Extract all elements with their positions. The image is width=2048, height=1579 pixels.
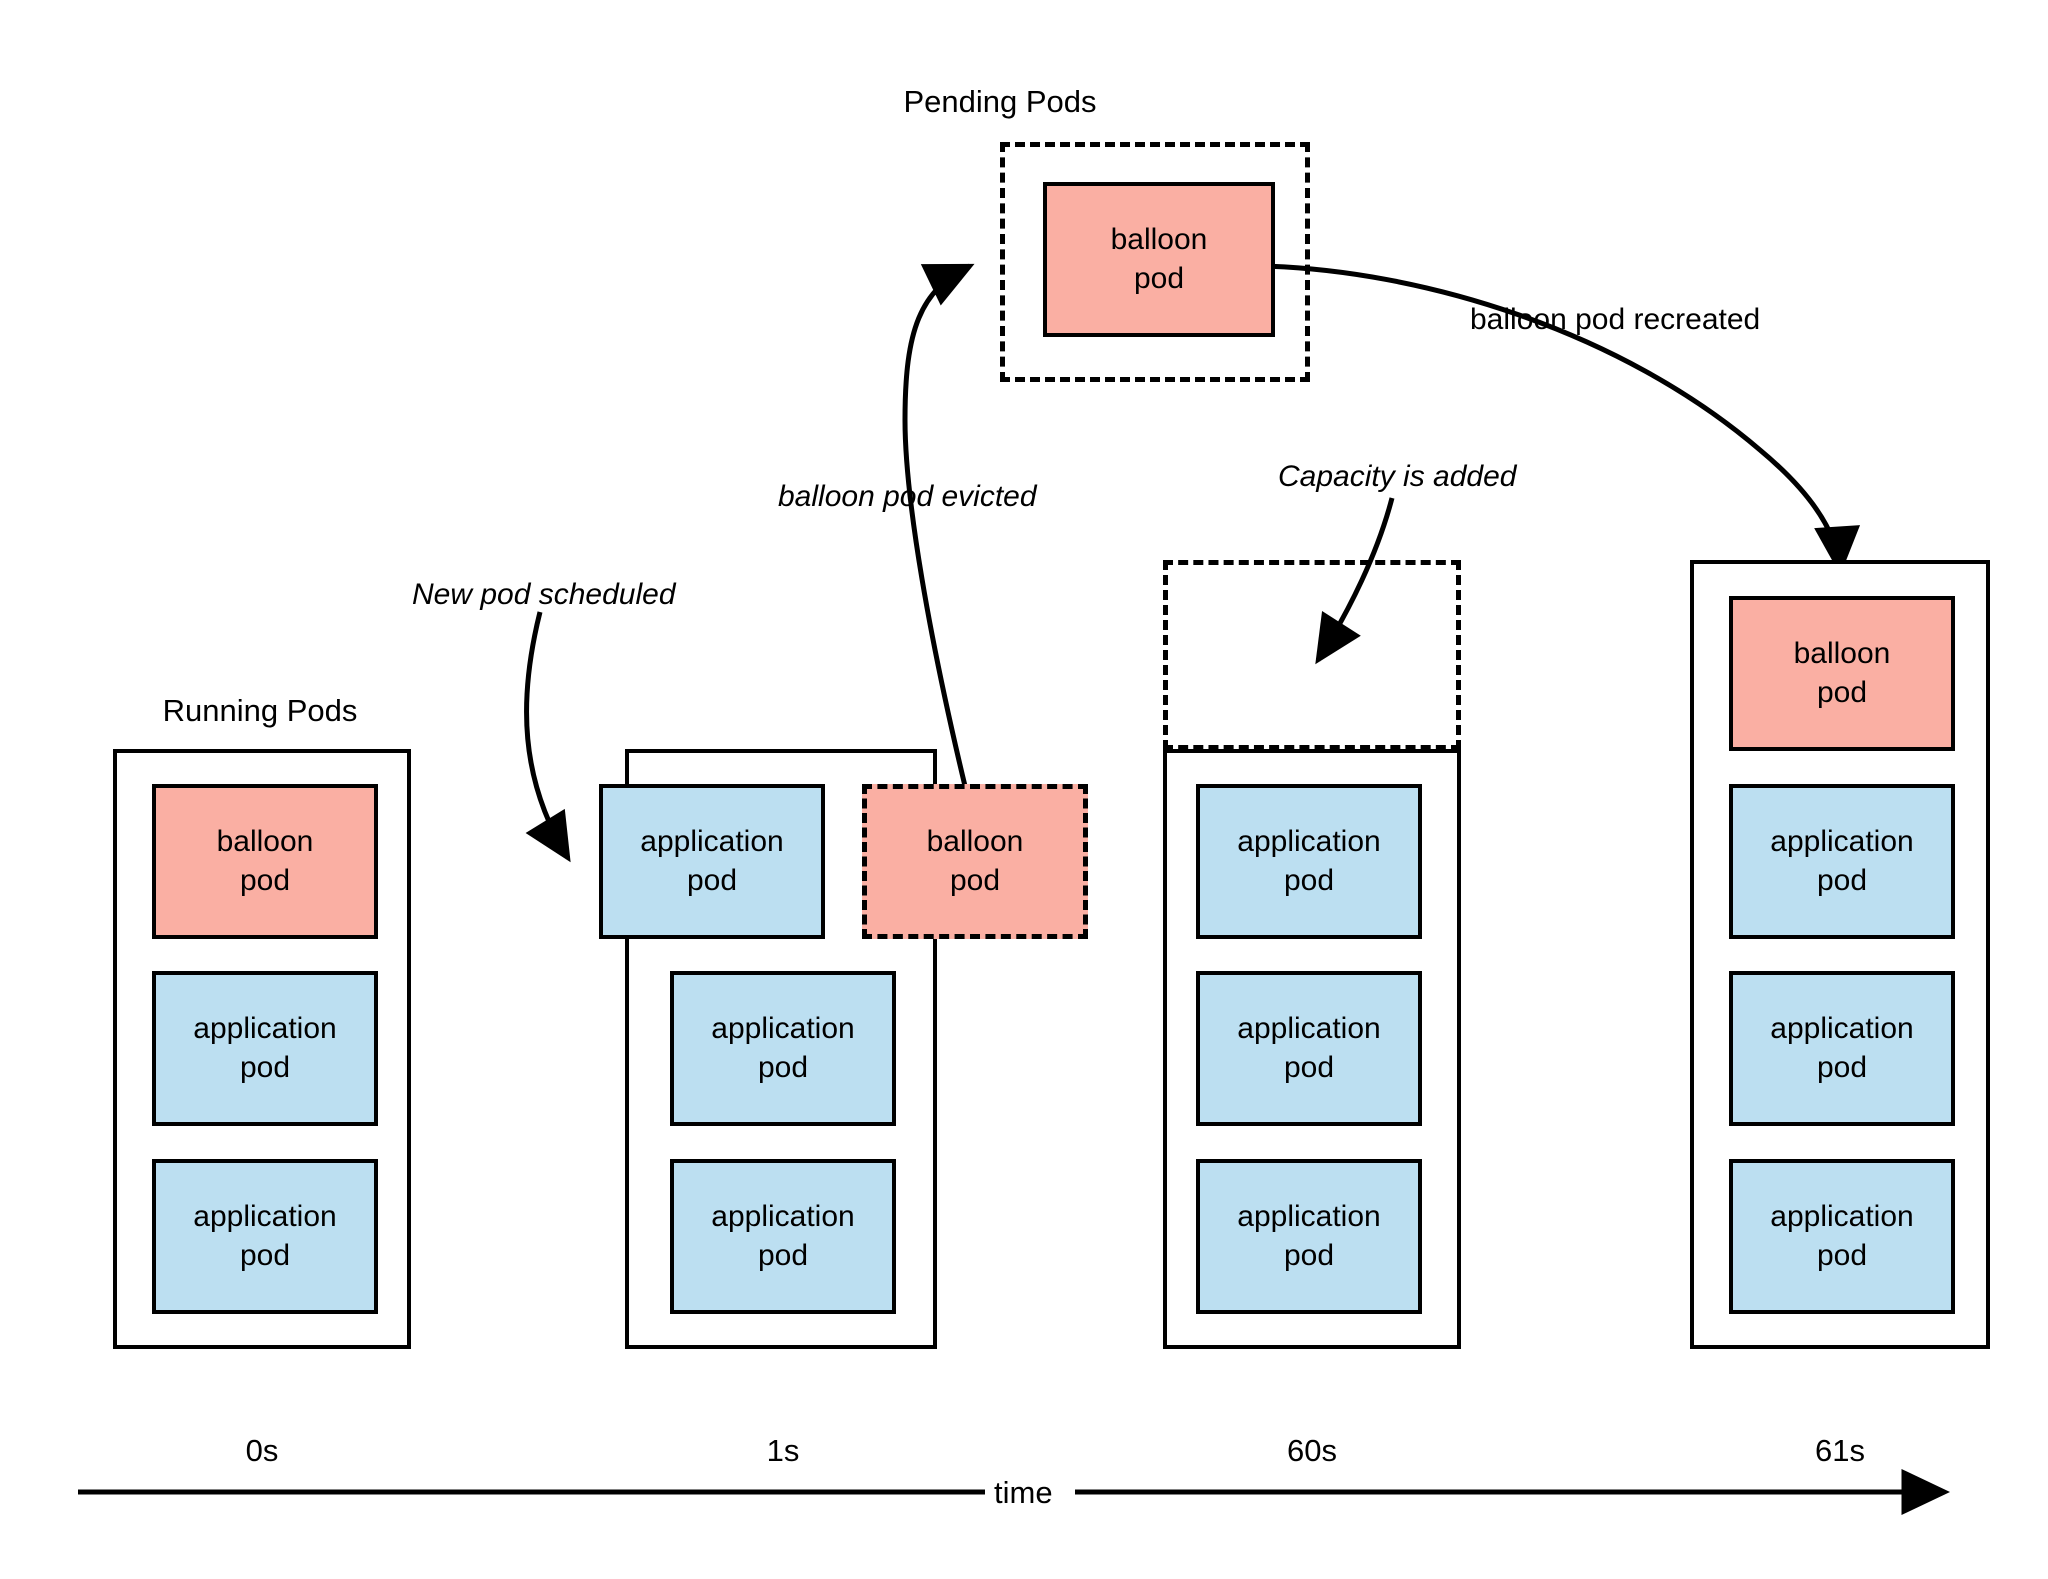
time-tick-1s: 1s [766,1433,800,1468]
pod-label-line1: application [1237,825,1381,859]
pod-1s-application-1[interactable]: application pod [670,971,896,1126]
pending-balloon-pod[interactable]: balloon pod [1043,182,1275,337]
pod-label-line2: pod [239,1238,291,1272]
pod-label-line2: pod [239,1050,291,1084]
running-pods-caption: Running Pods [162,693,358,728]
arrow-balloon-pod-evicted [902,263,975,787]
pod-label-line1: application [193,1012,337,1046]
pod-label-line1: application [1770,1012,1914,1046]
pod-label-line1: application [1770,1200,1914,1234]
pod-60s-application-3[interactable]: application pod [1196,1159,1422,1314]
pod-label-line2: pod [1816,1238,1868,1272]
pod-label-line1: application [711,1012,855,1046]
pod-label-line2: pod [1816,1050,1868,1084]
pod-label-line1: application [193,1200,337,1234]
pod-label-line2: pod [1816,675,1868,709]
pod-label-line1: balloon [1793,637,1891,671]
time-tick-0s: 0s [245,1433,279,1468]
pod-label-line2: pod [686,863,738,897]
pod-label-line2: pod [757,1050,809,1084]
time-tick-60s: 60s [1287,1433,1337,1468]
time-axis-label: time [988,1477,1059,1508]
capacity-placeholder-60s [1163,560,1461,750]
pod-60s-application-2[interactable]: application pod [1196,971,1422,1126]
pod-label-line1: application [1237,1200,1381,1234]
pod-label-line2: pod [1283,1238,1335,1272]
pod-label-line1: application [1237,1012,1381,1046]
pod-61s-application-2[interactable]: application pod [1729,971,1955,1126]
annotation-capacity-is-added: Capacity is added [1278,460,1517,493]
annotation-balloon-pod-evicted: balloon pod evicted [778,480,1037,513]
annotation-new-pod-scheduled: New pod scheduled [412,578,676,611]
pod-61s-balloon-recreated[interactable]: balloon pod [1729,596,1955,751]
annotation-balloon-pod-recreated: balloon pod recreated [1470,303,1761,336]
time-tick-61s: 61s [1815,1433,1865,1468]
pod-label-line1: balloon [216,825,314,859]
pod-label-line1: application [711,1200,855,1234]
pending-pods-caption: Pending Pods [903,84,1097,119]
pod-1s-application-2[interactable]: application pod [670,1159,896,1314]
pod-label-line2: pod [1283,1050,1335,1084]
pod-label-line2: pod [757,1238,809,1272]
pod-61s-application-3[interactable]: application pod [1729,1159,1955,1314]
pod-1s-application-scheduled[interactable]: application pod [599,784,825,939]
pod-label-line1: balloon [1110,223,1208,257]
pod-label-line2: pod [239,863,291,897]
pending-pods-container [1000,142,1310,382]
pod-label-line2: pod [1283,863,1335,897]
pod-0s-balloon[interactable]: balloon pod [152,784,378,939]
pod-label-line2: pod [1816,863,1868,897]
pod-60s-application-1[interactable]: application pod [1196,784,1422,939]
pod-label-line1: balloon [926,825,1024,859]
pod-0s-application-1[interactable]: application pod [152,971,378,1126]
pod-1s-balloon-evicted[interactable]: balloon pod [862,784,1088,939]
arrow-new-pod-scheduled [524,611,571,863]
pod-label-line2: pod [949,863,1001,897]
pod-label-line1: application [1770,825,1914,859]
pod-label-line2: pod [1133,261,1185,295]
pod-61s-application-1[interactable]: application pod [1729,784,1955,939]
pod-label-line1: application [640,825,784,859]
pod-0s-application-2[interactable]: application pod [152,1159,378,1314]
